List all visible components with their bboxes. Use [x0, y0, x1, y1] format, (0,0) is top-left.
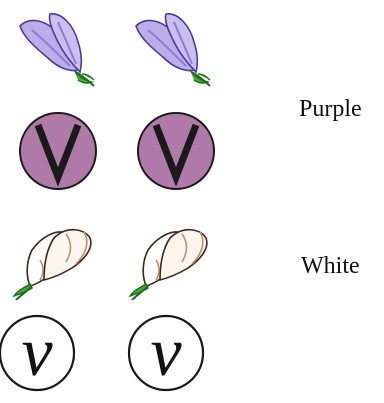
purple-flower-icon: [128, 10, 214, 90]
purple-flower-icon: [12, 10, 98, 90]
recessive-allele-circle: v: [0, 313, 77, 393]
genetics-figure: Purple White v: [0, 0, 384, 393]
white-flower-icon: [126, 220, 212, 300]
white-flower-icon: [10, 220, 96, 300]
phenotype-label-purple: Purple: [299, 97, 362, 121]
dominant-allele-circle: [18, 111, 98, 191]
dominant-allele-circle: [136, 111, 216, 191]
recessive-allele-circle: v: [126, 313, 206, 393]
phenotype-label-white: White: [301, 254, 360, 278]
